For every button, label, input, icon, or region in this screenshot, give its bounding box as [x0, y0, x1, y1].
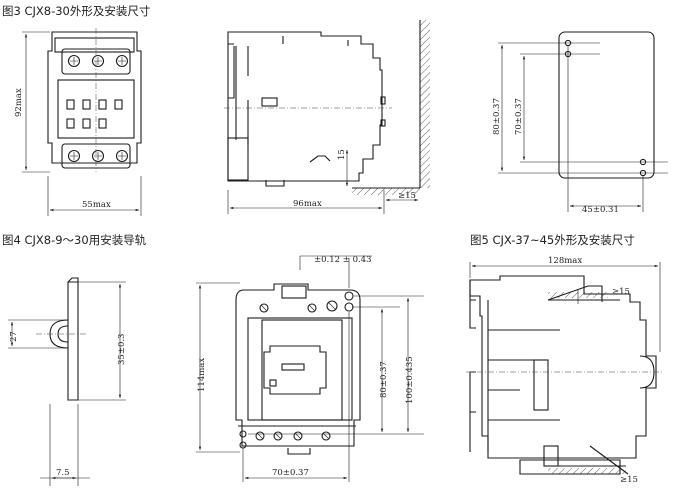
- fig3-mounting-plan: 80±0.37 70±0.37 45±0.31: [492, 31, 668, 215]
- fig5-title: 图5 CJX-37~45外形及安装尺寸: [470, 233, 635, 247]
- fig3-front-view: 92max 55max: [14, 28, 142, 216]
- fig5-hole-h-label: 70±0.37: [272, 468, 309, 478]
- fig3-hole-v1-label: 80±0.37: [492, 98, 502, 135]
- fig3-depth-label: 96max: [293, 199, 322, 209]
- rail-7-5-label: 7.5: [56, 468, 70, 478]
- fig5-clear-bottom-label: ≥15: [620, 475, 638, 485]
- fig3-clearance-v-label: 15: [337, 149, 347, 160]
- fig5-top-label: ±0.12 ± 0.43: [314, 255, 372, 265]
- fig3-hole-v2-label: 70±0.37: [514, 98, 524, 135]
- mount-hole: [344, 302, 354, 312]
- fig5-depth-label: 128max: [548, 256, 582, 266]
- fig5-clear-top-label: ≥15: [612, 287, 630, 297]
- rail-27-label: 27: [9, 331, 19, 342]
- mount-hole: [239, 441, 247, 449]
- fig5-front-view: ±0.12 ± 0.43 114max 80±0.37 100±0.435 70…: [196, 255, 424, 482]
- fig5-height-label: 114max: [197, 358, 207, 392]
- fig4-title: 图4 CJX8-9～30用安装导轨: [2, 233, 147, 247]
- fig3-hole-h-label: 45±0.31: [582, 205, 619, 215]
- fig3-height-label: 92max: [14, 88, 24, 117]
- mount-hole: [344, 291, 354, 301]
- mount-hole: [239, 430, 247, 438]
- fig4-din-rail: 27 35±0.3 7.5: [8, 277, 127, 486]
- fig3-title: 图3 CJX8-30外形及安装尺寸: [2, 4, 151, 18]
- fig3-clearance-h-label: ≥15: [398, 191, 416, 201]
- fig3-side-view: 15 ≥15 96max: [224, 20, 430, 214]
- fig5-hole-v2-label: 100±0.435: [405, 356, 415, 404]
- fig5-hole-v1-label: 80±0.37: [379, 361, 389, 398]
- fig5-side-view: ≥15 ≥15 128max: [466, 256, 664, 485]
- fig3-width-label: 55max: [82, 200, 111, 210]
- rail-35-label: 35±0.3: [117, 334, 127, 365]
